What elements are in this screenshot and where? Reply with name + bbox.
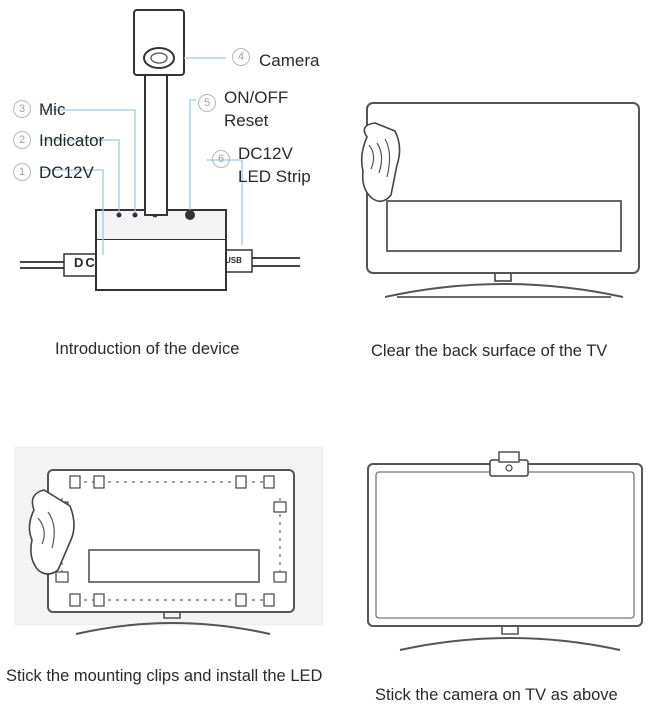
camera-pole: [144, 69, 168, 216]
device-drawing: [20, 9, 300, 291]
port-label-usb: USB: [225, 256, 242, 265]
tv-frame: [47, 469, 295, 613]
clean-tv-illustration: [345, 95, 655, 310]
clips-illustration: [14, 446, 326, 646]
label-indicator: Indicator: [39, 131, 105, 150]
label-dc12v-led: DC12V: [238, 144, 293, 163]
device-illustration: [0, 0, 340, 300]
callout-number-4: 4: [232, 48, 250, 66]
callout-number-1: 1: [13, 163, 31, 181]
camera-on-tv-illustration: [360, 446, 660, 656]
led-install-drawing: [14, 446, 324, 635]
callout-number-6: 6: [212, 150, 230, 168]
caption-clean: Clear the back surface of the TV: [371, 342, 608, 360]
tv-back-panel: [386, 200, 622, 252]
label-camera: Camera: [259, 51, 320, 70]
label-dc12v: DC12V: [39, 163, 94, 182]
label-on-off: ON/OFF: [224, 88, 289, 107]
callout-number-3: 3: [13, 100, 31, 118]
callout-number-2: 2: [13, 131, 31, 149]
label-reset: Reset: [224, 111, 269, 130]
label-mic: Mic: [39, 100, 66, 119]
hand-icon: [360, 122, 401, 203]
hand-icon: [28, 489, 75, 575]
caption-camera: Stick the camera on TV as above: [375, 686, 618, 704]
tv-back-drawing: [360, 102, 640, 298]
caption-device: Introduction of the device: [55, 340, 240, 358]
tv-front-drawing: [367, 451, 643, 651]
port-label-dc: DC: [74, 255, 97, 270]
label-led-strip: LED Strip: [238, 167, 311, 186]
caption-clips: Stick the mounting clips and install the…: [6, 667, 323, 685]
callout-number-5: 5: [198, 94, 216, 112]
